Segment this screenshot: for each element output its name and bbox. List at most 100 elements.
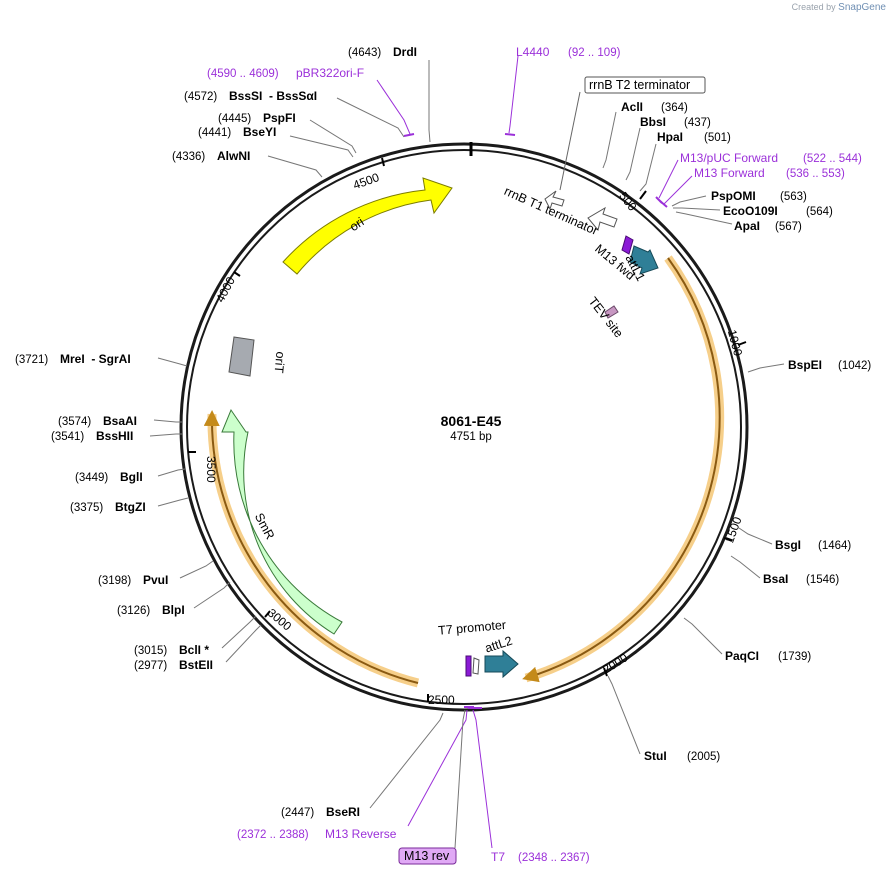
PvuI-name: PvuI [143,573,168,587]
HpaI-num: (501) [704,132,731,144]
TEV-feature [604,305,619,319]
StuI-num: (2005) [687,751,720,763]
rrnB-T1-label: rrnB T1 terminator [502,184,600,238]
rrnB-T2-leader [559,91,581,191]
tick-4000: 4000 [213,274,238,304]
BglI-leader [157,468,186,477]
MreI-name: MreI - SgrAI [60,352,131,366]
pBR322ori-leader [376,79,411,135]
PspFI-num: (4445) [218,113,251,125]
BspEI-num: (1042) [838,360,871,372]
rrnB-T2-label-box [584,76,706,94]
ori-label: ori [347,215,366,234]
BssHII-num: (3541) [51,431,84,443]
T7-name: T7 [491,850,505,864]
orf-highlight-right [524,255,725,683]
ApaI-leader [675,211,733,225]
M13rev-box-leader [454,709,466,849]
AclI-leader [602,111,617,169]
tick-mark-1500 [723,537,733,542]
M13rev-box-label: M13 rev [404,849,450,863]
tick-mark-4000 [233,271,241,277]
BspEI-leader [747,363,785,373]
attL1-feature-arrow [629,245,659,275]
BseRI-leader [369,712,444,809]
PspOMI-name: PspOMI [711,189,756,203]
BtgZI-name: BtgZI [115,500,146,514]
BlpI-name: BlpI [162,603,185,617]
BbsI-leader [625,127,641,181]
oriT-label: oriT [272,351,288,374]
AlwNI-name: AlwNI [217,149,250,163]
tick-2500: 2500 [428,693,455,707]
L4440-leader [508,55,519,134]
M13-fwd-feature [621,235,634,255]
DrdI-num: (4643) [348,47,381,59]
T7-promoter-label: T7 promoter [438,618,507,638]
rrnB-T1-feature-arrow [587,206,618,232]
PaqCI-name: PaqCI [725,649,759,663]
BsaAI-leader [153,419,183,423]
pBR322ori-range: (4590 .. 4609) [207,68,279,80]
tick-mark-2000 [603,667,608,677]
BclI-name: BclI * [179,643,209,657]
T7-promoter-outline [472,657,480,675]
T7-promoter-feature [465,655,472,677]
BbsI-name: BbsI [640,115,666,129]
T7-range: (2348 .. 2367) [518,852,590,864]
M13rev-box [398,847,457,865]
BsaI-num: (1546) [806,574,839,586]
plasmid-name: 8061-E45 [441,413,502,429]
M13pUC-leader [658,159,679,199]
rrnB-T2-feature-arrow [544,190,565,211]
pBR322ori-mark [403,133,415,137]
plasmid-length: 4751 bp [450,431,492,443]
PaqCI-num: (1739) [778,651,811,663]
tick-4500: 4500 [351,170,381,192]
backbone-outer [179,142,749,712]
M13F-name: M13 Forward [694,166,765,180]
HpaI-name: HpaI [657,130,683,144]
PaqCI-leader [683,617,723,655]
tick-2000: 2000 [600,650,630,676]
BclI-num: (3015) [134,645,167,657]
EcoO109I-leader [673,207,721,211]
orf-line-left [203,410,419,684]
M13Rev-leader [407,709,468,827]
BseYI-num: (4441) [198,127,231,139]
backbone-inner [186,149,742,705]
attL2-feature-arrow [484,649,519,679]
attL2-label: attL2 [483,634,514,656]
BsgI-name: BsgI [775,538,801,552]
DrdI-name: DrdI [393,45,417,59]
EcoO109I-num: (564) [806,206,833,218]
BspEI-name: BspEI [788,358,822,372]
AclI-name: AclI [621,100,643,114]
AlwNI-leader [267,155,323,178]
BsgI-num: (1464) [818,540,851,552]
BlpI-num: (3126) [117,605,150,617]
snapgene-credit: Created by SnapGene [792,2,886,13]
ApaI-name: ApaI [734,219,760,233]
BbsI-num: (437) [684,117,711,129]
M13F-range: (536 .. 553) [786,168,845,180]
tick-mark-500 [639,190,647,200]
BssSI-name: BssSI - BssSαI [229,89,317,103]
ori-feature-arrow [282,177,453,275]
StuI-name: StuI [644,749,667,763]
leader-lines [149,55,785,849]
tick-mark-4500 [381,157,385,167]
M13pUC-name: M13/pUC Forward [680,151,778,165]
orf-line-right [522,257,721,683]
BsaAI-name: BsaAI [103,414,137,428]
tick-mark-1000 [737,341,747,346]
MreI-num: (3721) [15,354,48,366]
PvuI-num: (3198) [98,575,131,587]
BglI-name: BglI [120,470,143,484]
oriT-feature-box [228,336,255,377]
rrnB-T2-label: rrnB T2 terminator [589,78,690,92]
BglI-num: (3449) [75,472,108,484]
PspFI-leader [309,119,357,154]
M13Rev-range: (2372 .. 2388) [237,829,309,841]
BseYI-leader [289,135,354,158]
